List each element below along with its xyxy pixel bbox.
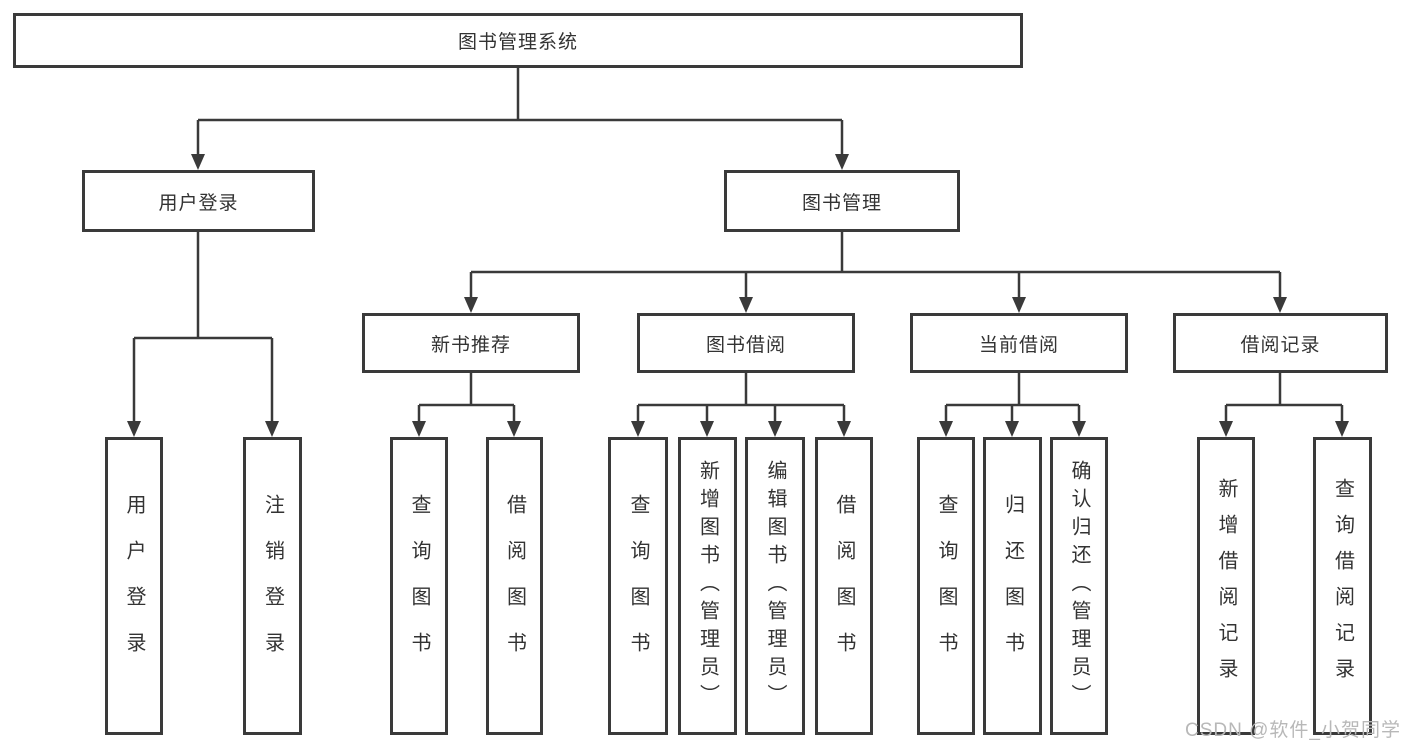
leaf-edit-books-admin: 编辑图书（管理员） (745, 437, 805, 735)
node-label: 图书借阅 (705, 334, 786, 356)
leaf-add-books-admin: 新增图书（管理员） (678, 437, 737, 735)
leaf-user-login: 用户登录 (105, 437, 163, 735)
node-label: 借阅图书 (833, 494, 855, 678)
node-borrowing-records: 借阅记录 (1173, 313, 1388, 373)
node-current-borrowing: 当前借阅 (910, 313, 1128, 373)
node-label: 当前借阅 (978, 334, 1059, 356)
leaf-query-books-borrowing: 查询图书 (608, 437, 668, 735)
node-book-management: 图书管理 (724, 170, 960, 232)
node-label: 新增借阅记录 (1215, 478, 1237, 694)
node-label: 借阅记录 (1240, 334, 1321, 356)
leaf-query-books-current: 查询图书 (917, 437, 975, 735)
leaf-logout: 注销登录 (243, 437, 302, 735)
node-label: 查询图书 (627, 494, 649, 678)
node-label: 查询借阅记录 (1331, 478, 1354, 694)
leaf-query-borrow-record: 查询借阅记录 (1313, 437, 1372, 735)
leaf-confirm-return-admin: 确认归还（管理员） (1050, 437, 1108, 735)
node-book-borrowing: 图书借阅 (637, 313, 855, 373)
node-label: 新书推荐 (430, 334, 511, 356)
csdn-watermark: CSDN @软件_小贺同学 (1185, 720, 1401, 741)
node-library-management-system: 图书管理系统 (13, 13, 1023, 68)
leaf-borrow-books-recommend: 借阅图书 (486, 437, 543, 735)
node-label: 借阅图书 (503, 494, 526, 678)
leaf-borrow-books: 借阅图书 (815, 437, 873, 735)
leaf-query-books-recommend: 查询图书 (390, 437, 448, 735)
node-label: 归还图书 (1001, 494, 1024, 678)
node-label: 注销登录 (261, 494, 284, 678)
leaf-add-borrow-record: 新增借阅记录 (1197, 437, 1255, 735)
node-user-login: 用户登录 (82, 170, 315, 232)
node-label: 查询图书 (935, 494, 957, 678)
node-label: 图书管理 (801, 192, 882, 214)
node-label: 编辑图书（管理员） (764, 460, 786, 712)
node-label: 图书管理系统 (457, 32, 578, 53)
node-new-book-recommendation: 新书推荐 (362, 313, 580, 373)
node-label: 新增图书（管理员） (696, 460, 719, 712)
node-label: 确认归还（管理员） (1068, 460, 1090, 712)
node-label: 用户登录 (158, 192, 239, 214)
leaf-return-books: 归还图书 (983, 437, 1042, 735)
node-label: 用户登录 (123, 494, 145, 678)
node-label: 查询图书 (408, 494, 430, 678)
